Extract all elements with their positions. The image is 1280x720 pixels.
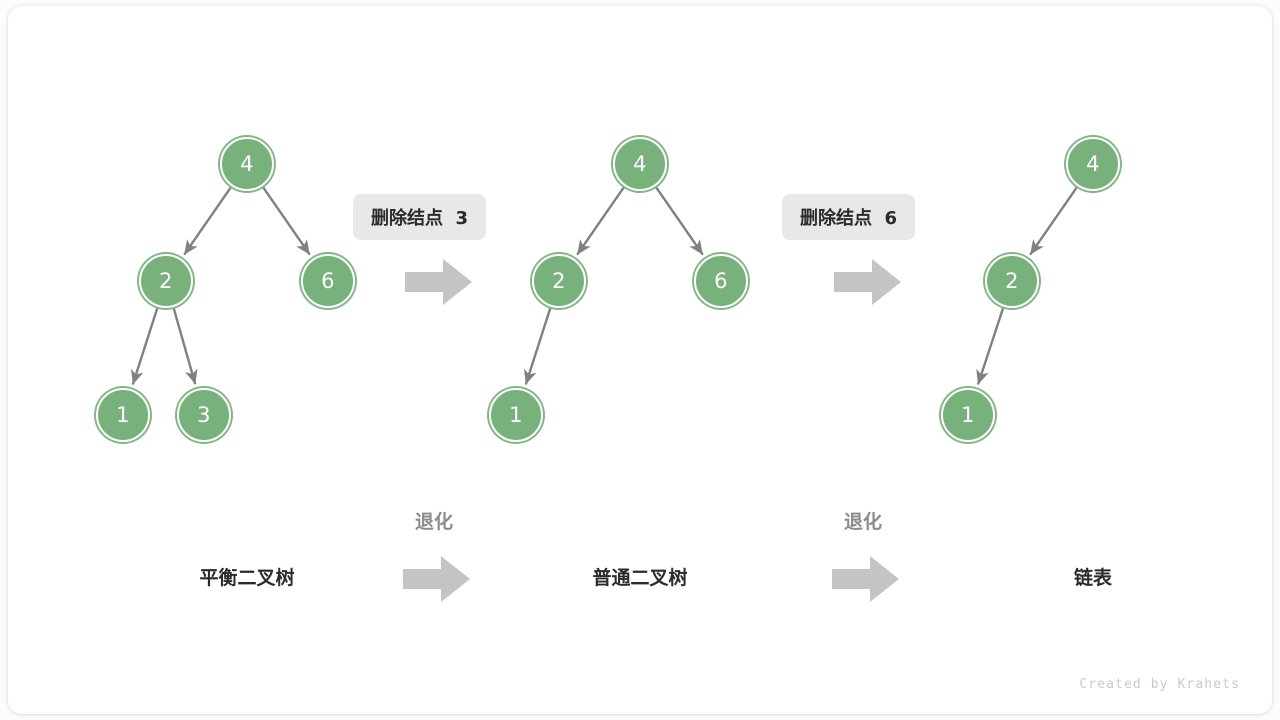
tree-node-balanced-1: 1 (96, 388, 150, 442)
tree-edge (576, 186, 625, 256)
tree-edge (1029, 186, 1078, 256)
tree-label-balanced: 平衡二叉树 (199, 567, 295, 589)
degrade-label-1: 退化 (415, 511, 454, 533)
tree-edge (262, 186, 311, 256)
tree-edge (976, 307, 1005, 385)
degrade-label-2: 退化 (844, 511, 883, 533)
tree-node-balanced-6: 6 (301, 254, 355, 308)
credit-watermark: Created by Krahets (1079, 677, 1240, 692)
tree-node-balanced-3: 3 (177, 388, 231, 442)
tree-edge (524, 307, 552, 385)
tree-edge (131, 307, 159, 385)
tree-edge (183, 186, 232, 256)
tree-node-ordinary-2: 2 (532, 254, 586, 308)
tree-node-linked-list-4: 4 (1066, 137, 1120, 191)
tree-label-ordinary: 普通二叉树 (592, 567, 688, 589)
tree-node-linked-list-1: 1 (941, 388, 995, 442)
transition-arrow-delete-3 (405, 259, 472, 305)
tree-node-ordinary-1: 1 (489, 388, 543, 442)
tree-edge (172, 307, 198, 385)
figure-card (8, 6, 1272, 714)
tree-edge (655, 186, 704, 256)
transition-arrow-delete-6 (834, 259, 901, 305)
tree-node-ordinary-6: 6 (694, 254, 748, 308)
tree-node-balanced-4: 4 (220, 137, 274, 191)
tree-node-balanced-2: 2 (139, 254, 193, 308)
tree-node-ordinary-4: 4 (613, 137, 667, 191)
degrade-arrow-1 (403, 556, 470, 602)
tree-node-linked-list-2: 2 (985, 254, 1039, 308)
tree-label-linked-list: 链表 (1073, 567, 1112, 589)
transition-badge-delete-3: 删除结点 3 (353, 194, 487, 240)
degrade-arrow-2 (832, 556, 899, 602)
transition-badge-delete-6: 删除结点 6 (782, 194, 916, 240)
